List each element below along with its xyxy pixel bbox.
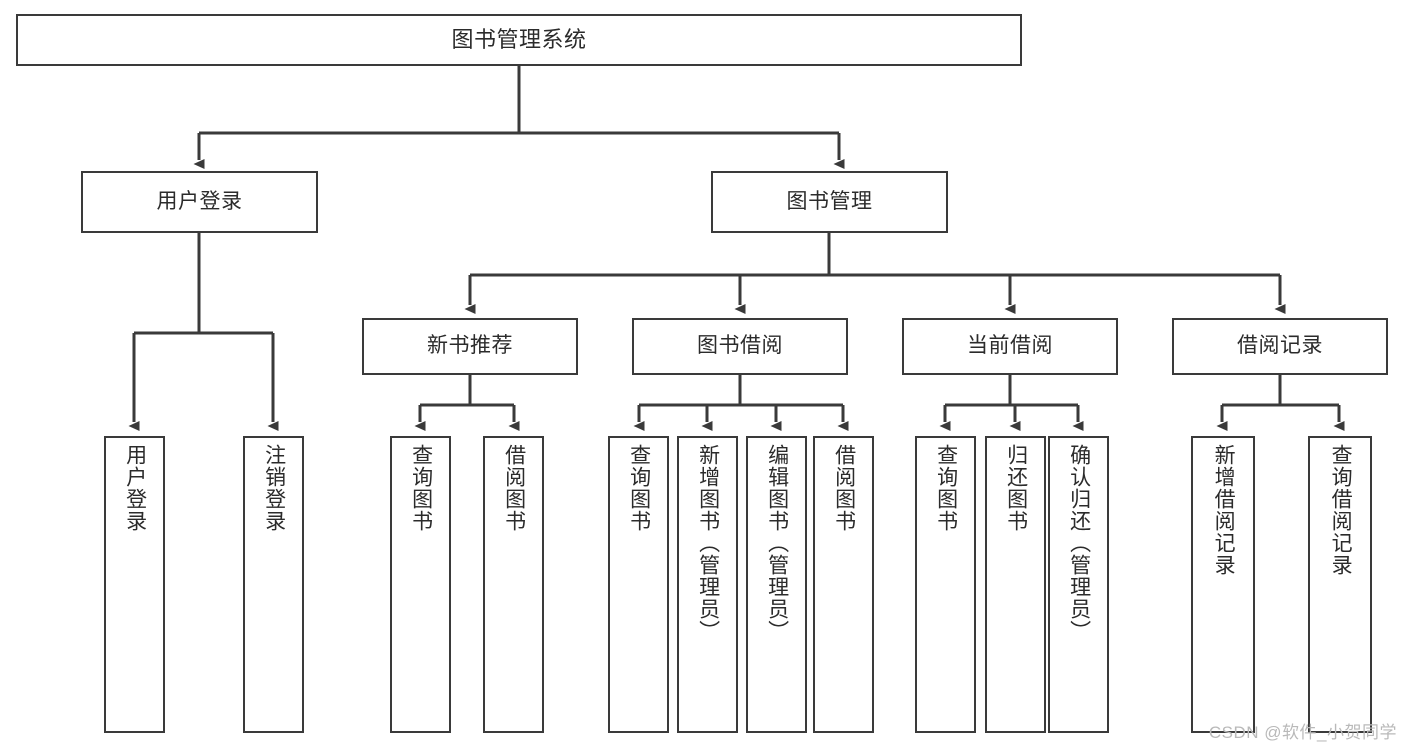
leaf-borrow-book-1[interactable]: 借阅图书: [483, 436, 544, 733]
leaf-edit-book-label: 编辑图书（管理员）: [765, 444, 789, 642]
leaf-confirm-return-label: 确认归还（管理员）: [1067, 444, 1091, 642]
leaf-add-book[interactable]: 新增图书（管理员）: [677, 436, 738, 733]
node-book-borrow-label: 图书借阅: [697, 334, 783, 358]
leaf-query-book-1-label: 查询图书: [409, 444, 433, 532]
leaf-add-book-label: 新增图书（管理员）: [696, 444, 720, 642]
leaf-query-record-label: 查询借阅记录: [1329, 444, 1353, 576]
leaf-query-book-1[interactable]: 查询图书: [390, 436, 451, 733]
node-new-book-recommend[interactable]: 新书推荐: [362, 318, 578, 375]
leaf-user-logout-label: 注销登录: [262, 444, 286, 532]
node-book-borrow[interactable]: 图书借阅: [632, 318, 848, 375]
leaf-user-login[interactable]: 用户登录: [104, 436, 165, 733]
node-current-borrow[interactable]: 当前借阅: [902, 318, 1118, 375]
leaf-edit-book[interactable]: 编辑图书（管理员）: [746, 436, 807, 733]
node-user-login[interactable]: 用户登录: [81, 171, 318, 233]
leaf-query-record[interactable]: 查询借阅记录: [1308, 436, 1372, 733]
leaf-borrow-book-1-label: 借阅图书: [502, 444, 526, 532]
leaf-return-book-label: 归还图书: [1004, 444, 1028, 532]
leaf-query-book-3-label: 查询图书: [934, 444, 958, 532]
leaf-add-record-label: 新增借阅记录: [1212, 444, 1236, 576]
node-root-label: 图书管理系统: [451, 27, 587, 53]
leaf-user-logout[interactable]: 注销登录: [243, 436, 304, 733]
node-root[interactable]: 图书管理系统: [16, 14, 1022, 66]
leaf-return-book[interactable]: 归还图书: [985, 436, 1046, 733]
leaf-query-book-2[interactable]: 查询图书: [608, 436, 669, 733]
node-new-book-recommend-label: 新书推荐: [427, 334, 513, 358]
leaf-borrow-book-2-label: 借阅图书: [832, 444, 856, 532]
node-current-borrow-label: 当前借阅: [967, 334, 1053, 358]
node-user-login-label: 用户登录: [156, 189, 243, 213]
leaf-query-book-3[interactable]: 查询图书: [915, 436, 976, 733]
node-borrow-record[interactable]: 借阅记录: [1172, 318, 1388, 375]
leaf-confirm-return[interactable]: 确认归还（管理员）: [1048, 436, 1109, 733]
node-book-manage[interactable]: 图书管理: [711, 171, 948, 233]
leaf-query-book-2-label: 查询图书: [627, 444, 651, 532]
watermark-text: CSDN @软件_小贺同学: [1208, 723, 1397, 742]
leaf-user-login-label: 用户登录: [123, 444, 147, 532]
node-borrow-record-label: 借阅记录: [1237, 334, 1323, 358]
node-book-manage-label: 图书管理: [786, 189, 873, 213]
leaf-add-record[interactable]: 新增借阅记录: [1191, 436, 1255, 733]
leaf-borrow-book-2[interactable]: 借阅图书: [813, 436, 874, 733]
